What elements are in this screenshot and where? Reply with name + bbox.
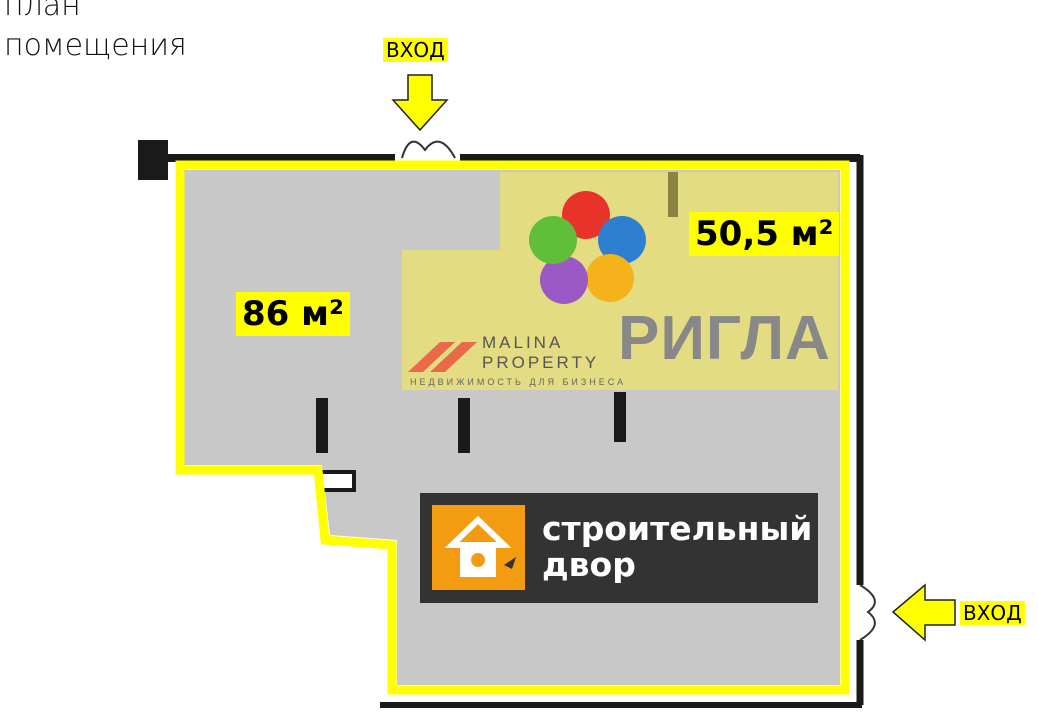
watermark-line1: MALINA xyxy=(482,333,564,352)
title-line-1: план xyxy=(4,0,81,23)
door-top xyxy=(401,140,456,159)
anchor-tenant-sign: строительный двор xyxy=(420,493,818,603)
entry-arrow-left-icon xyxy=(891,583,956,642)
title-line-2: помещения xyxy=(4,28,187,63)
plan-title: план помещения xyxy=(4,0,187,66)
watermark-slogan: НЕДВИЖИМОСТЬ ДЛЯ БИЗНЕСА xyxy=(410,377,627,387)
partition xyxy=(668,172,678,217)
anchor-name-line1: строительный xyxy=(542,509,813,548)
wall-column xyxy=(138,140,168,180)
area-label-right: 50,5 м² xyxy=(689,212,840,256)
door-right xyxy=(859,584,876,641)
birdhouse-icon xyxy=(432,505,525,590)
premises-outline xyxy=(175,160,850,695)
pharmacy-name: РИГЛА xyxy=(618,304,831,373)
pharmacy-logo-icon xyxy=(529,191,646,304)
anchor-name-line2: двор xyxy=(542,545,636,584)
entry-arrow-down-icon xyxy=(391,74,449,132)
entrance-label-right: ВХОД xyxy=(960,601,1025,625)
column xyxy=(458,398,470,453)
anchor-tenant-name: строительный двор xyxy=(542,511,812,583)
column xyxy=(316,398,328,453)
entrance-label-top: ВХОД xyxy=(383,38,448,62)
watermark-line2: PROPERTY xyxy=(482,353,600,372)
area-label-left: 86 м² xyxy=(236,292,350,336)
column xyxy=(614,392,626,442)
malina-logo-icon xyxy=(408,342,477,372)
